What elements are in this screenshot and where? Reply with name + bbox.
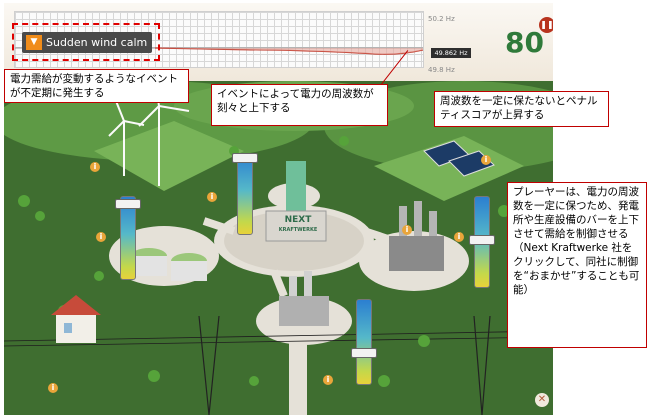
player-callout: プレーヤーは、電力の周波数を一定に保つため、発電所や生産設備のバーを上下させて需…: [507, 182, 647, 348]
sign-line-2: KRAFTWERKE: [278, 227, 318, 233]
frequency-graph: [14, 11, 424, 68]
info-icon[interactable]: i: [207, 192, 217, 202]
info-icon[interactable]: i: [48, 383, 58, 393]
frequency-callout: イベントによって電力の周波数が刻々と上下する: [211, 84, 388, 126]
score-display: 80: [505, 26, 544, 59]
close-icon[interactable]: ✕: [535, 393, 549, 407]
slider-handle[interactable]: [232, 153, 258, 163]
sign-line-1: NEXT: [284, 215, 312, 225]
event-callout: 電力需給が変動するようなイベントが不定期に発生する: [4, 69, 189, 103]
dropdown-triangle-icon: ▼: [26, 35, 42, 50]
info-icon[interactable]: i: [402, 225, 412, 235]
biogas-slider[interactable]: [115, 196, 141, 280]
game-screen: 50.2 Hz 49.8 Hz 49.862 Hz ▼ Sudden wind c…: [4, 3, 553, 415]
current-frequency-readout: 49.862 Hz: [431, 48, 471, 58]
penalty-callout: 周波数を一定に保たないとペナルティスコアが上昇する: [434, 91, 609, 127]
pause-icon[interactable]: ❚❚: [539, 17, 553, 33]
landscape: [4, 81, 553, 415]
event-label: Sudden wind calm: [46, 36, 148, 49]
info-icon[interactable]: i: [96, 232, 106, 242]
next-kraftwerke-button[interactable]: NEXT KRAFTWERKE: [270, 215, 326, 235]
info-icon[interactable]: i: [454, 232, 464, 242]
slider-handle[interactable]: [351, 348, 377, 358]
factory-slider[interactable]: [469, 196, 495, 288]
event-button[interactable]: ▼ Sudden wind calm: [22, 32, 152, 53]
info-icon[interactable]: i: [323, 375, 333, 385]
center-slider[interactable]: [232, 153, 258, 235]
info-icon[interactable]: i: [90, 162, 100, 172]
freq-min-label: 49.8 Hz: [428, 66, 455, 74]
info-icon[interactable]: i: [481, 155, 491, 165]
plant-slider[interactable]: [351, 299, 377, 385]
slider-handle[interactable]: [469, 235, 495, 245]
house: [51, 295, 101, 343]
event-highlight-box: [12, 23, 160, 61]
slider-handle[interactable]: [115, 199, 141, 209]
freq-max-label: 50.2 Hz: [428, 15, 455, 23]
